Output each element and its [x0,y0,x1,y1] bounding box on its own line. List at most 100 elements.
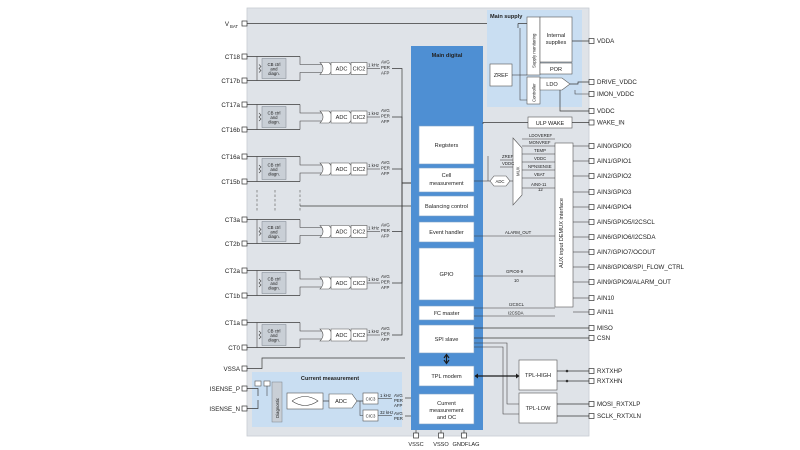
svg-text:POR: POR [550,67,562,73]
cic2-label: CIC2 [353,167,366,173]
avg-label: AVG [381,326,390,331]
adc-label: ADC [336,67,348,73]
controller-strip [526,76,541,105]
pin-ct16a-label: CT16a [221,154,240,161]
cb-ctrl-and: and [270,67,278,72]
cb-ctrl-label: CB ctrl [268,225,281,230]
rate-label: 1 kHz [368,163,379,168]
right-pin-ain11: AIN11 [573,309,614,316]
current-oc-block [418,393,475,425]
svg-text:Registers: Registers [435,143,459,149]
pin-gndflag-square [461,432,467,439]
right-pin-ain2: AIN2/GPIO2 [573,173,632,180]
pin-label: AIN9/GPIO9/ALARM_OUT [597,279,671,286]
rate-label: 1 kHz [368,329,379,334]
cb-ctrl-diagn: diagn. [268,172,280,177]
svg-text:AUX input DEMUX interface: AUX input DEMUX interface [559,198,565,268]
svg-text:10: 10 [514,278,519,283]
right-pin-wake_in: WAKE_IN [588,119,625,127]
pin-square [588,309,595,315]
cic2-label: CIC2 [353,115,366,121]
svg-text:AVG: AVG [394,411,403,416]
svg-text:MONVREF: MONVREF [529,140,551,145]
aux-mux [512,137,523,206]
pin-label: AIN6/GPIO6/I2CSDA [597,234,656,241]
svg-text:VBAT: VBAT [534,172,545,177]
svg-text:Internal: Internal [547,33,566,39]
pin-square [588,295,595,301]
current-measurement-title: Current measurement [301,376,359,382]
pin-label: IMON_VDDC [597,91,635,98]
svg-text:Event handler: Event handler [429,230,464,236]
right-pin-ain7: AIN7/GPIO7/OCOUT [573,249,656,256]
svg-text:SPI slave: SPI slave [435,337,459,343]
svg-text:ALARM_OUT: ALARM_OUT [505,230,532,235]
pin-ct2a-square [241,267,248,274]
cb-ctrl-label: CB ctrl [268,62,281,67]
svg-text:ULP WAKE: ULP WAKE [536,121,565,127]
pin-vbat-sub: BAT [230,24,238,29]
svg-text:PER: PER [394,398,403,403]
right-pin-vdda: VDDA [588,38,615,45]
cb-ctrl-and: and [270,167,278,172]
per-label: PER [381,166,390,171]
diagnostic-label: Diagnostic [275,397,280,418]
cell-measurement-block [418,167,475,193]
pin-vssc-label: VSSC [408,442,423,448]
vssa-wire [247,357,405,369]
pin-label: AIN1/GPIO1 [597,158,632,165]
pin-square [588,325,595,331]
svg-text:32 kHz: 32 kHz [380,410,393,415]
pin-label: VDDC [597,108,615,115]
svg-text:ADC: ADC [495,179,504,184]
pin-ct17b-label: CT17b [221,78,240,85]
svg-text:supplies: supplies [546,40,567,46]
afp-label: AFP [381,119,389,124]
pin-label: AIN3/GPIO3 [597,189,632,196]
right-pin-ain0: AIN0/GPIO0 [573,143,632,150]
cb-ctrl-diagn: diagn. [268,338,280,343]
svg-text:I²C master: I²C master [433,311,459,317]
pin-ct16b-square [241,126,248,133]
pin-ct2b-square [241,240,248,247]
pin-label: AIN7/GPIO7/OCOUT [597,249,656,256]
supply-pin-wires [559,40,589,112]
adc-label: ADC [336,230,348,236]
current-measurement-block: Current measurement Diagnostic ADC CIC3 … [247,372,419,427]
per-label: PER [381,332,390,337]
por-block [539,62,573,75]
svg-text:1 kHz: 1 kHz [380,393,391,398]
main-digital-block: Main digital Registers Cell measurement … [411,46,483,430]
diagnostic-box [271,381,283,423]
pin-square [588,158,595,164]
pin-vbat-label: V [225,21,230,28]
right-pin-ain9: AIN9/GPIO9/ALARM_OUT [573,279,671,286]
right-pin-ain4: AIN4/GPIO4 [573,204,632,211]
svg-text:Cell: Cell [442,173,452,179]
cb-ctrl-box [261,272,287,294]
pin-square [588,119,595,126]
pin-isense-n-label: ISENSE_N [209,406,240,413]
pin-isense-p-label: ISENSE_P [210,386,240,393]
right-pin-ain5: AIN5/GPIO5/I2CSCL [573,219,655,226]
svg-text:VDDC: VDDC [502,161,514,166]
pin-vsso-label: VSSO [433,442,449,448]
pin-square [588,378,595,384]
cb-ctrl-diagn: diagn. [268,234,280,239]
avg-label: AVG [381,60,390,65]
pin-label: AIN4/GPIO4 [597,204,632,211]
tpl-section: TPL-HIGH TPL-LOW [474,327,589,424]
pin-square [588,79,595,85]
right-pin-ain1: AIN1/GPIO1 [573,158,632,165]
svg-text:I2CSDA: I2CSDA [508,311,524,316]
pin-square [588,204,595,210]
main-supply-block: Main supply ZREF Supply monitoring Contr… [487,10,582,107]
svg-text:measurement: measurement [429,408,464,414]
left-pin-labels: V BAT CT18 CT17b CT17a CT16b CT16a CT15b… [209,21,240,413]
right-pin-mosi: MOSI_RXTXLP [588,401,640,408]
svg-text:TPL-HIGH: TPL-HIGH [525,373,551,379]
afp-label: AFP [381,337,389,342]
